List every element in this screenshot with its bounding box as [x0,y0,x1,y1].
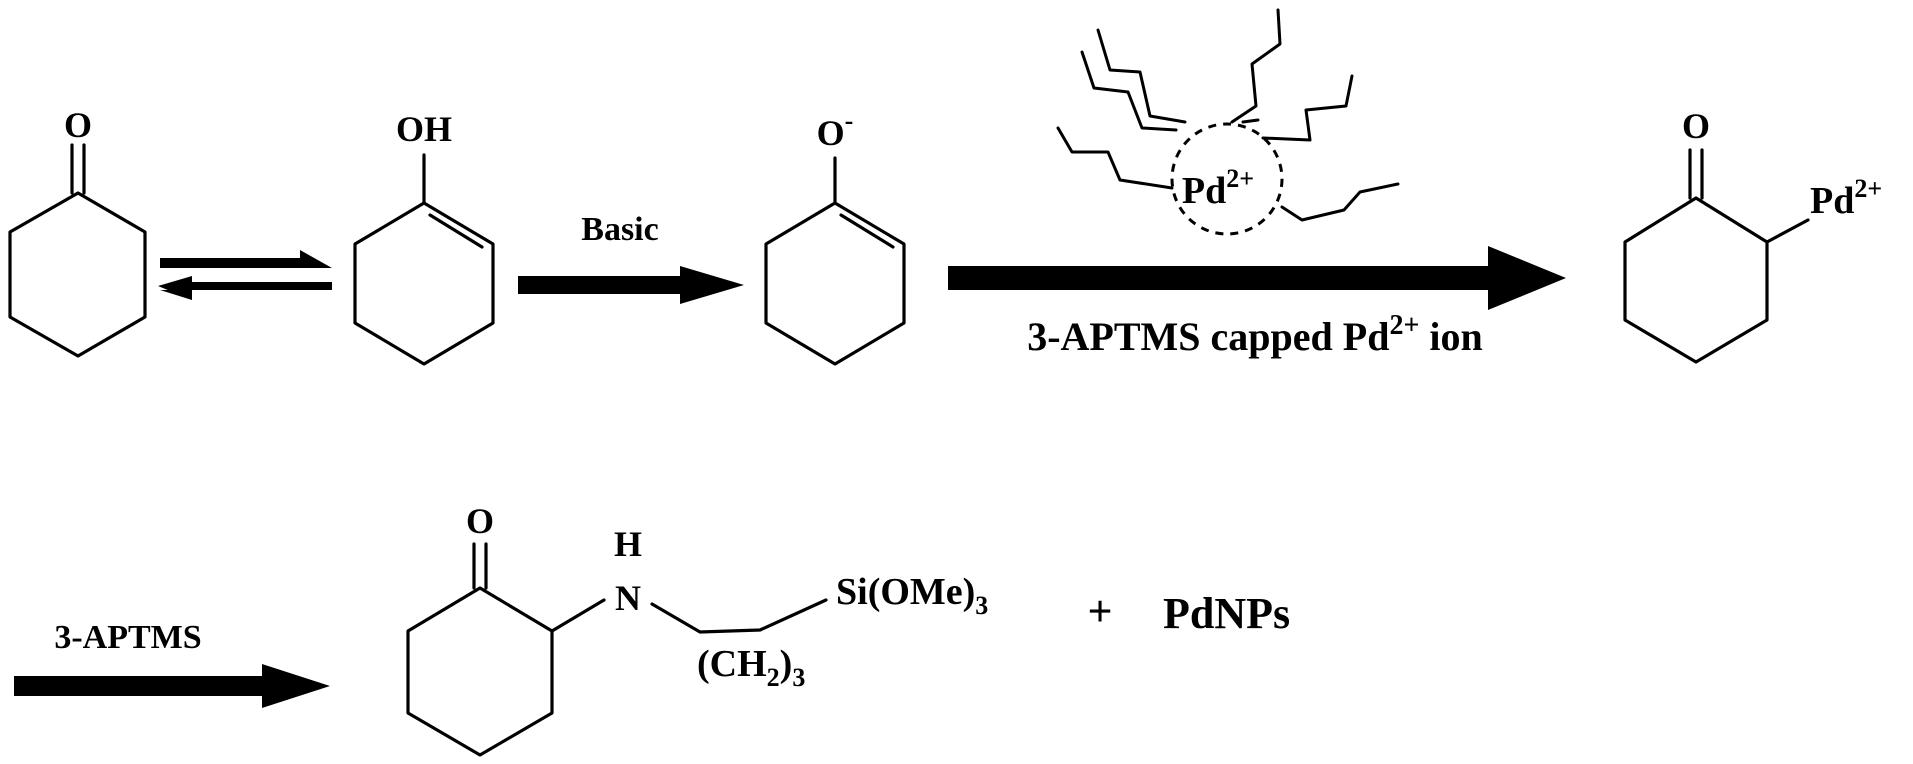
capping-reagent-label: 3-APTMS capped Pd2+ ion [1027,310,1483,359]
ketone-oxygen-label: O [64,105,92,145]
aptms-arrow: 3-APTMS [14,619,330,708]
enolate-structure: O- [764,106,906,366]
alkyl-chain-2 [1080,50,1178,132]
complex-metal-label: Pd2+ [1810,174,1882,222]
enolate-charge: - [845,106,854,135]
capping-label-charge: 2+ [1389,310,1419,341]
enolate-oxygen-label: O- [817,106,854,153]
complex-metal-charge: 2+ [1854,174,1882,203]
main-reaction-arrow [948,246,1566,310]
propyl-linker-bonds [650,598,828,634]
alkyl-chain-1 [1096,28,1187,124]
alkyl-chain-6 [1280,182,1400,222]
pd-cyclohexanone-structure: O Pd2+ [1623,106,1882,364]
amine-h-label: H [614,524,642,564]
propyl-linker-label: (CH2)3 [697,643,805,692]
enol-structure: OH [353,109,495,366]
enol-hydroxyl-label: OH [396,109,452,149]
capped-pd-complex: Pd2+ [1056,8,1400,236]
plus-sign: + [1087,587,1112,636]
cyclohexanone-structure: O [8,105,147,358]
silane-group-label: Si(OMe)3 [836,571,988,620]
pd-center-charge: 2+ [1226,164,1254,193]
pd-center-label: Pd2+ [1182,164,1254,212]
capping-label-tail: ion [1419,314,1482,359]
basic-arrow: Basic [518,211,744,304]
alkyl-chain-5 [1056,126,1174,190]
basic-arrow-label: Basic [581,211,658,248]
alkyl-chain-4 [1261,74,1354,142]
pd-nanoparticles-label: PdNPs [1163,589,1290,638]
product-structure: O H N (CH2)3 Si(OMe)3 [406,501,988,757]
aptms-arrow-label: 3-APTMS [54,619,201,656]
product-oxygen-label: O [466,501,494,541]
pd-capping-circle [1170,122,1284,236]
equilibrium-arrows [158,250,332,300]
amine-n-label: N [615,578,641,618]
alkyl-chain-3 [1230,8,1282,124]
complex-oxygen-label: O [1682,106,1710,146]
